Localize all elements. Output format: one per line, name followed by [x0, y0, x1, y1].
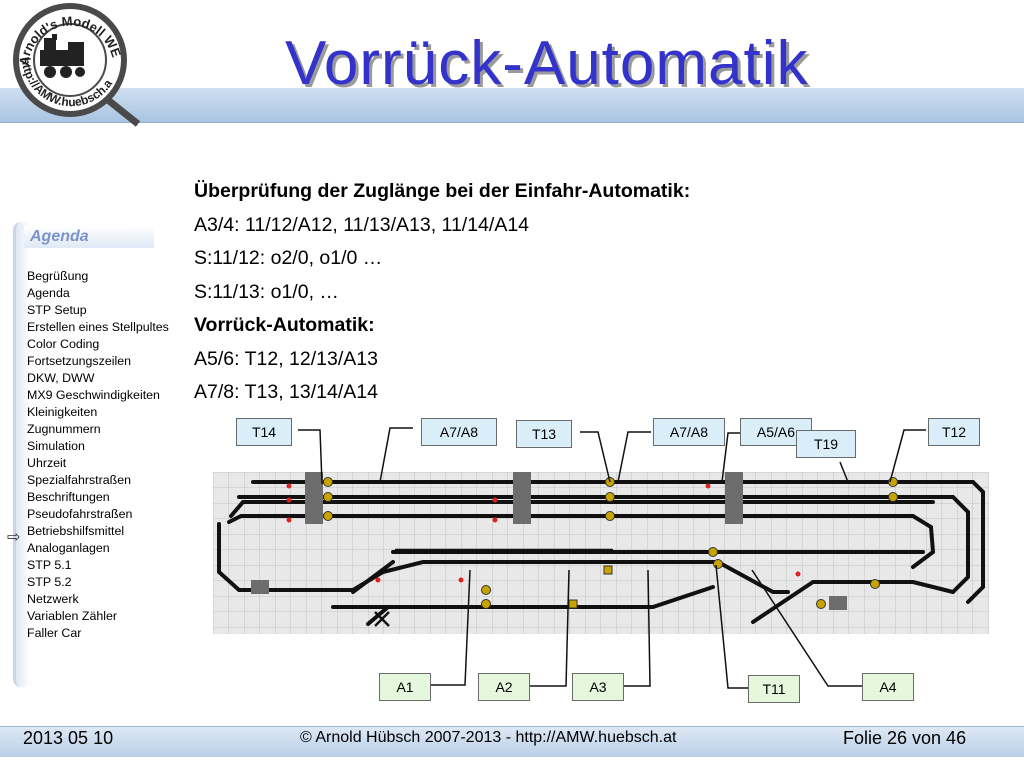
content-heading: Überprüfung der Zuglänge bei der Einfahr…: [194, 180, 691, 202]
agenda-item[interactable]: Beschriftungen: [27, 490, 110, 504]
locomotive-icon: [40, 34, 85, 78]
agenda-item[interactable]: Spezialfahrstraßen: [27, 473, 131, 487]
footer-slide-number: Folie 26 von 46: [843, 728, 967, 748]
footer-band: [0, 726, 1024, 757]
agenda-item[interactable]: Zugnummern: [27, 422, 101, 436]
agenda-item[interactable]: Color Coding: [27, 337, 100, 351]
callout-a2: A2: [478, 673, 530, 701]
header-band: [0, 88, 1024, 123]
agenda-header: [24, 226, 154, 248]
track-diagram: [213, 472, 989, 634]
track-line: [911, 580, 955, 594]
callout-a7a8-right: A7/A8: [653, 418, 725, 446]
agenda-item[interactable]: Begrüßung: [27, 269, 89, 283]
track-line: [227, 514, 936, 569]
agenda-list: Begrüßung Agenda STP Setup Erstellen ein…: [27, 268, 169, 642]
agenda-item[interactable]: Pseudofahrstraßen: [27, 507, 133, 521]
agenda-heading: Agenda: [30, 228, 89, 245]
agenda-item[interactable]: Uhrzeit: [27, 456, 67, 470]
content-line: S:11/13: o1/0, …: [194, 280, 339, 303]
agenda-item[interactable]: Variablen Zähler: [27, 609, 117, 623]
content-list: Überprüfung der Zuglänge bei der Einfahr…: [194, 175, 690, 410]
footer-date: 2013 05 10: [23, 728, 114, 748]
callout-a7a8-left: A7/A8: [421, 418, 497, 446]
agenda-item[interactable]: Kleinigkeiten: [27, 405, 98, 419]
callout-t11: T11: [748, 675, 800, 703]
content-line: A5/6: T12, 12/13/A13: [194, 347, 378, 370]
track-line: [331, 585, 715, 609]
agenda-item-current[interactable]: Betriebshilfsmittel: [27, 524, 125, 538]
agenda-item[interactable]: Analoganlagen: [27, 541, 110, 555]
agenda-item[interactable]: MX9 Geschwindigkeiten: [27, 388, 160, 402]
track-line: [237, 495, 970, 594]
callout-t14: T14: [236, 418, 292, 446]
current-item-arrow-icon: ⇨: [7, 529, 21, 546]
agenda-item[interactable]: Agenda: [27, 286, 70, 300]
callout-a4: A4: [862, 673, 914, 701]
callout-t13: T13: [516, 420, 572, 448]
track-line: [351, 560, 395, 594]
agenda-item[interactable]: Netzwerk: [27, 592, 79, 606]
slide-title: Vorrück-Automatik: [285, 29, 809, 98]
callout-a3: A3: [572, 673, 624, 701]
agenda-item[interactable]: STP Setup: [27, 303, 87, 317]
callout-t19: T19: [796, 430, 856, 458]
track-line: [751, 580, 915, 624]
agenda-item[interactable]: Simulation: [27, 439, 85, 453]
callout-t12: T12: [928, 418, 980, 446]
content-line: A3/4: 11/12/A12, 11/13/A13, 11/14/A14: [194, 213, 530, 236]
track-line: [229, 500, 935, 518]
agenda-item[interactable]: DKW, DWW: [27, 371, 95, 385]
track-line: [217, 522, 790, 594]
agenda-item[interactable]: Erstellen eines Stellpultes: [27, 320, 169, 334]
agenda-bar: [13, 222, 30, 687]
agenda-item[interactable]: STP 5.1: [27, 558, 72, 572]
footer-copyright: © Arnold Hübsch 2007-2013 - http://AMW.h…: [300, 729, 677, 746]
amw-logo: Arnold's Modell WEB http://AMW.huebsch.a…: [8, 0, 141, 127]
content-heading: Vorrück-Automatik:: [194, 314, 375, 336]
agenda-item[interactable]: Fortsetzungszeilen: [27, 354, 131, 368]
content-line: S:11/12: o2/0, o1/0 …: [194, 247, 383, 269]
track-line: [374, 611, 390, 627]
content-line: A7/8: T13, 13/14/A14: [194, 381, 378, 403]
agenda-item[interactable]: Faller Car: [27, 626, 82, 640]
agenda-item[interactable]: STP 5.2: [27, 575, 72, 589]
callout-a1: A1: [379, 673, 431, 701]
